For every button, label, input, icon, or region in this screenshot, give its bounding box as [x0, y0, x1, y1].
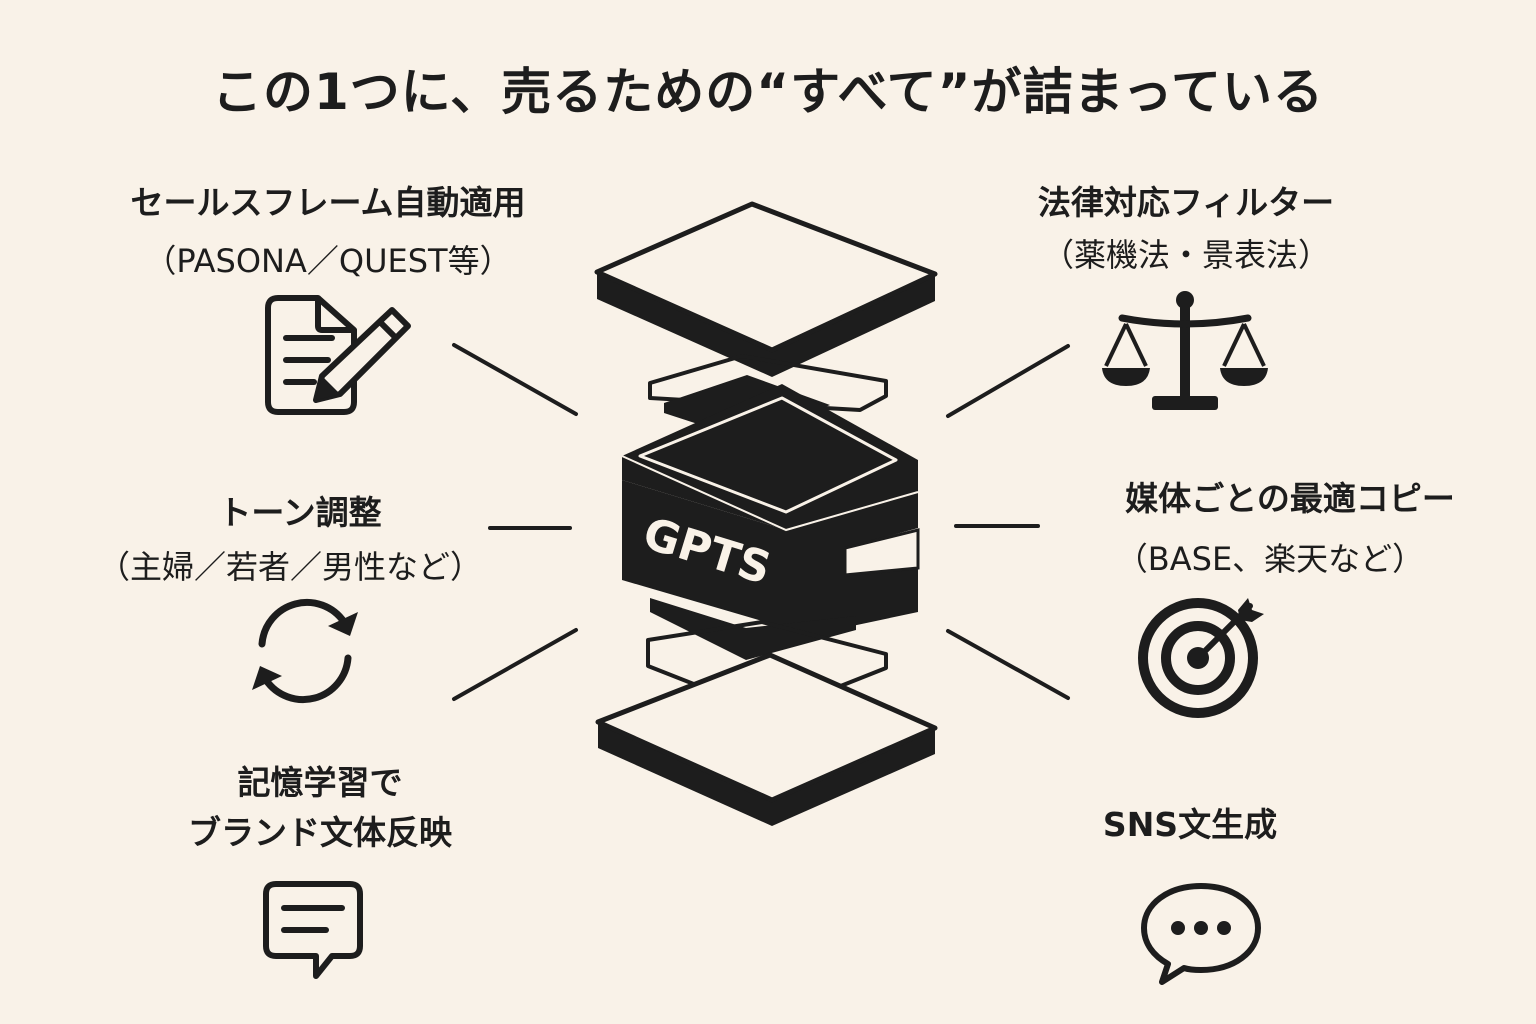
connector-legal [946, 344, 1070, 418]
feature-title-sales-frame: セールスフレーム自動適用 [130, 183, 526, 222]
page-title: この1つに、売るための“すべて”が詰まっている [211, 63, 1324, 121]
bottom-plate [595, 652, 938, 826]
connector-sales-frame [452, 343, 578, 416]
speech-bubble-dots-icon [1141, 883, 1261, 985]
gpts-block: GPTS [621, 384, 920, 640]
feature-title-sns: SNS文生成 [1102, 805, 1278, 844]
feature-title-memory-2: ブランド文体反映 [188, 813, 452, 852]
feature-sub-sales-frame: （PASONA／QUEST等） [144, 242, 512, 280]
top-plate [594, 201, 938, 377]
document-pencil-icon [265, 295, 411, 415]
feature-sub-tone: （主婦／若者／男性など） [97, 548, 482, 586]
feature-title-media: 媒体ごとの最適コピー [1125, 479, 1455, 518]
feature-title-tone: トーン調整 [218, 493, 382, 532]
feature-sub-media: （BASE、楽天など） [1115, 540, 1425, 578]
lower-frame [646, 620, 888, 716]
scales-icon [1102, 291, 1268, 410]
feature-title-memory-1: 記憶学習で [237, 763, 403, 802]
target-arrow-icon [1138, 598, 1264, 718]
feature-sub-legal: （薬機法・景表法） [1041, 236, 1330, 274]
message-box-icon [263, 881, 363, 979]
feature-title-legal: 法律対応フィルター [1037, 183, 1335, 222]
connector-memory [452, 628, 578, 701]
connector-lines [452, 343, 1070, 701]
upper-frame [648, 354, 888, 412]
lower-dark-plate [650, 598, 856, 660]
connector-sns [946, 629, 1070, 700]
refresh-cycle-icon [252, 598, 358, 704]
